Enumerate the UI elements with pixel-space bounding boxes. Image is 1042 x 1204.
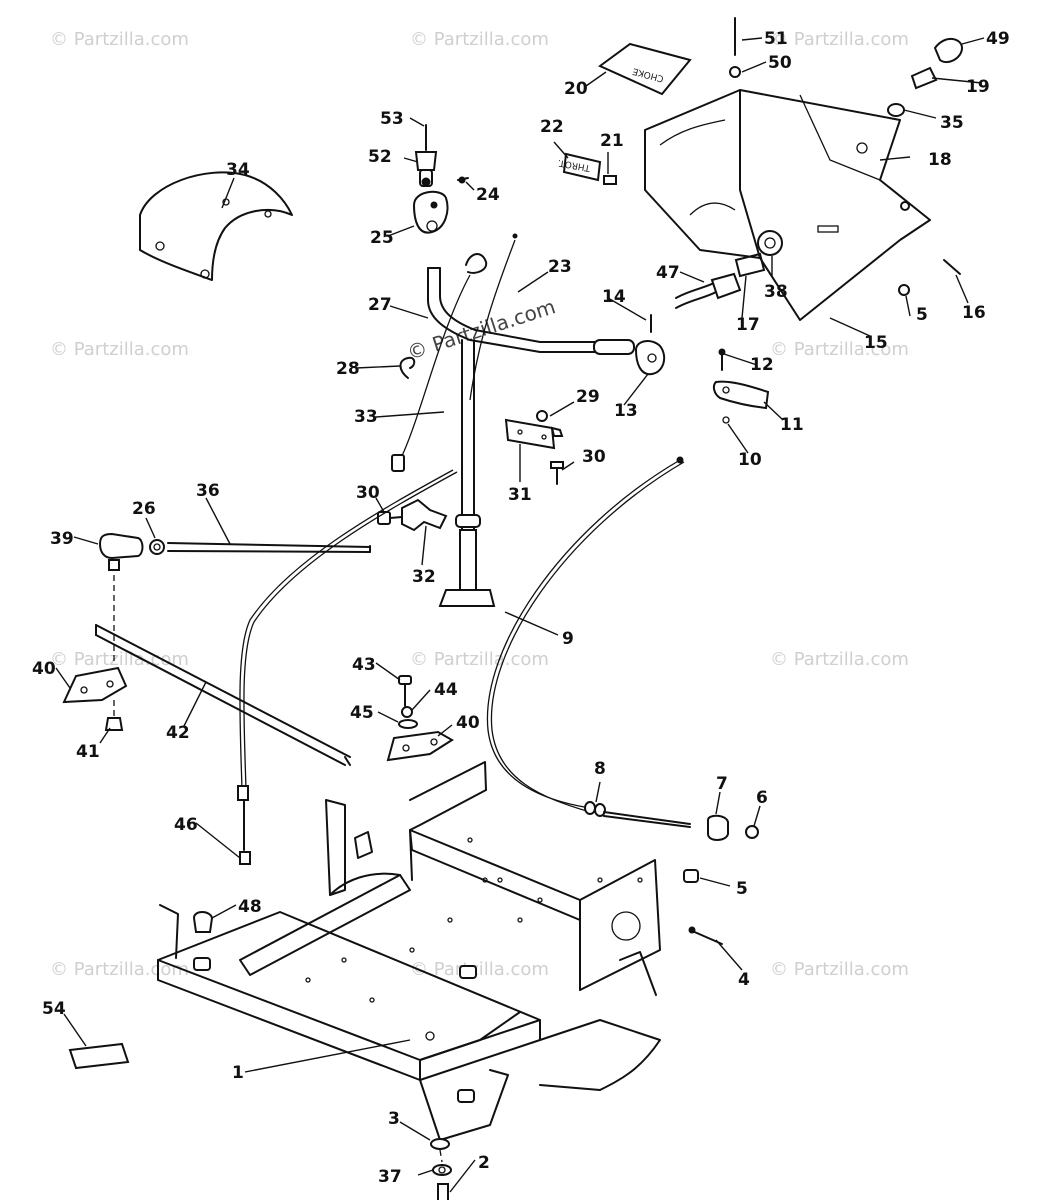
plate-middle-part	[386, 675, 454, 762]
watermark: © Partzilla.com	[50, 29, 189, 50]
bracket-part	[504, 410, 564, 485]
callout-label-54: 54	[42, 999, 66, 1019]
callout-label-30-left: 30	[356, 483, 380, 503]
callout-label-29: 29	[576, 387, 600, 407]
callout-label-24: 24	[476, 185, 500, 205]
clamp-part	[377, 498, 448, 532]
small-decal-part	[603, 175, 617, 185]
watermark: © Partzilla.com	[50, 959, 189, 980]
callout-label-47: 47	[656, 263, 680, 283]
callout-label-50: 50	[768, 53, 792, 73]
main-frame-part	[157, 761, 661, 1141]
callout-label-31: 31	[508, 485, 532, 505]
callout-label-35: 35	[940, 113, 964, 133]
callout-label-45: 45	[350, 703, 374, 723]
callout-group: 1 2 3 4 5 5 6 7 8 9 10 11 12 13 14 15 16…	[32, 29, 1010, 1187]
callout-label-13: 13	[614, 401, 638, 421]
callout-label-38: 38	[764, 282, 788, 302]
callout-label-51: 51	[764, 29, 788, 49]
long-rod-part	[95, 624, 351, 766]
callout-label-34: 34	[226, 160, 250, 180]
callout-label-42: 42	[166, 723, 190, 743]
callout-label-9: 9	[562, 629, 574, 649]
callout-label-28: 28	[336, 359, 360, 379]
watermark: © Partzilla.com	[50, 649, 189, 670]
watermark-center: © Partzilla.com	[404, 294, 558, 365]
lever-assembly	[650, 314, 770, 424]
callout-label-36: 36	[196, 481, 220, 501]
callout-label-37: 37	[378, 1167, 402, 1187]
bottom-fasteners	[430, 1138, 452, 1203]
callout-label-27: 27	[368, 295, 392, 315]
callout-label-16: 16	[962, 303, 986, 323]
callout-label-8: 8	[594, 759, 606, 779]
tie-rod-part	[98, 532, 371, 665]
callout-label-23: 23	[548, 257, 572, 277]
callout-label-25: 25	[370, 228, 394, 248]
watermark: © Partzilla.com	[770, 339, 909, 360]
watermark: © Partzilla.com	[770, 959, 909, 980]
callout-label-48: 48	[238, 897, 262, 917]
callout-label-2: 2	[478, 1153, 490, 1173]
watermark: © Partzilla.com	[410, 29, 549, 50]
callout-label-15: 15	[864, 333, 888, 353]
callout-label-17: 17	[736, 315, 760, 335]
callout-label-1: 1	[232, 1063, 244, 1083]
throttle-housing-part	[634, 340, 666, 376]
callout-label-10: 10	[738, 450, 762, 470]
watermark-group: © Partzilla.com © Partzilla.com © Partzi…	[50, 29, 909, 980]
clip-part	[399, 356, 416, 379]
callout-label-32: 32	[412, 567, 436, 587]
callout-label-53: 53	[380, 109, 404, 129]
callout-label-20: 20	[564, 79, 588, 99]
callout-label-46: 46	[174, 815, 198, 835]
callout-label-26: 26	[132, 499, 156, 519]
cable-part	[237, 456, 685, 865]
callout-label-3: 3	[388, 1109, 400, 1129]
callout-label-21: 21	[600, 131, 624, 151]
choke-decal-part	[598, 42, 692, 96]
watermark: © Partzilla.com	[770, 649, 909, 670]
callout-label-22: 22	[540, 117, 564, 137]
callout-label-40-left: 40	[32, 659, 56, 679]
switch-assembly	[675, 230, 783, 309]
leader-lines	[55, 37, 985, 1193]
callout-label-12: 12	[750, 355, 774, 375]
callout-label-39: 39	[50, 529, 74, 549]
watermark: © Partzilla.com	[410, 959, 549, 980]
callout-label-5-frame: 5	[736, 879, 748, 899]
cable-end-part	[584, 801, 759, 841]
decal-parts: CHOKE THROT.	[557, 42, 692, 185]
console-panel-part	[644, 89, 931, 321]
top-clamp-assembly	[412, 124, 469, 234]
handlebar-part	[391, 233, 635, 607]
callout-label-33: 33	[354, 407, 378, 427]
frame-hardware	[192, 869, 723, 945]
hood-cover-part	[139, 171, 293, 281]
callout-label-5-console: 5	[916, 305, 928, 325]
callout-label-18: 18	[928, 150, 952, 170]
callout-label-11: 11	[780, 415, 804, 435]
callout-label-44: 44	[434, 680, 458, 700]
callout-label-4: 4	[738, 970, 750, 990]
callout-label-7: 7	[716, 774, 728, 794]
watermark: © Partzilla.com	[770, 29, 909, 50]
watermark: © Partzilla.com	[50, 339, 189, 360]
callout-label-43: 43	[352, 655, 376, 675]
throttle-decal-part	[562, 152, 602, 182]
pad-part	[68, 1042, 130, 1070]
callout-label-14: 14	[602, 287, 626, 307]
top-fasteners	[729, 17, 964, 296]
callout-label-19: 19	[966, 77, 990, 97]
callout-label-49: 49	[986, 29, 1010, 49]
callout-label-6: 6	[756, 788, 768, 808]
callout-label-52: 52	[368, 147, 392, 167]
watermark: © Partzilla.com	[410, 649, 549, 670]
callout-label-30-right: 30	[582, 447, 606, 467]
parts-group: CHOKE THROT.	[62, 17, 964, 1203]
plate-left-part	[62, 666, 128, 731]
callout-label-40-middle: 40	[456, 713, 480, 733]
callout-label-41: 41	[76, 742, 100, 762]
